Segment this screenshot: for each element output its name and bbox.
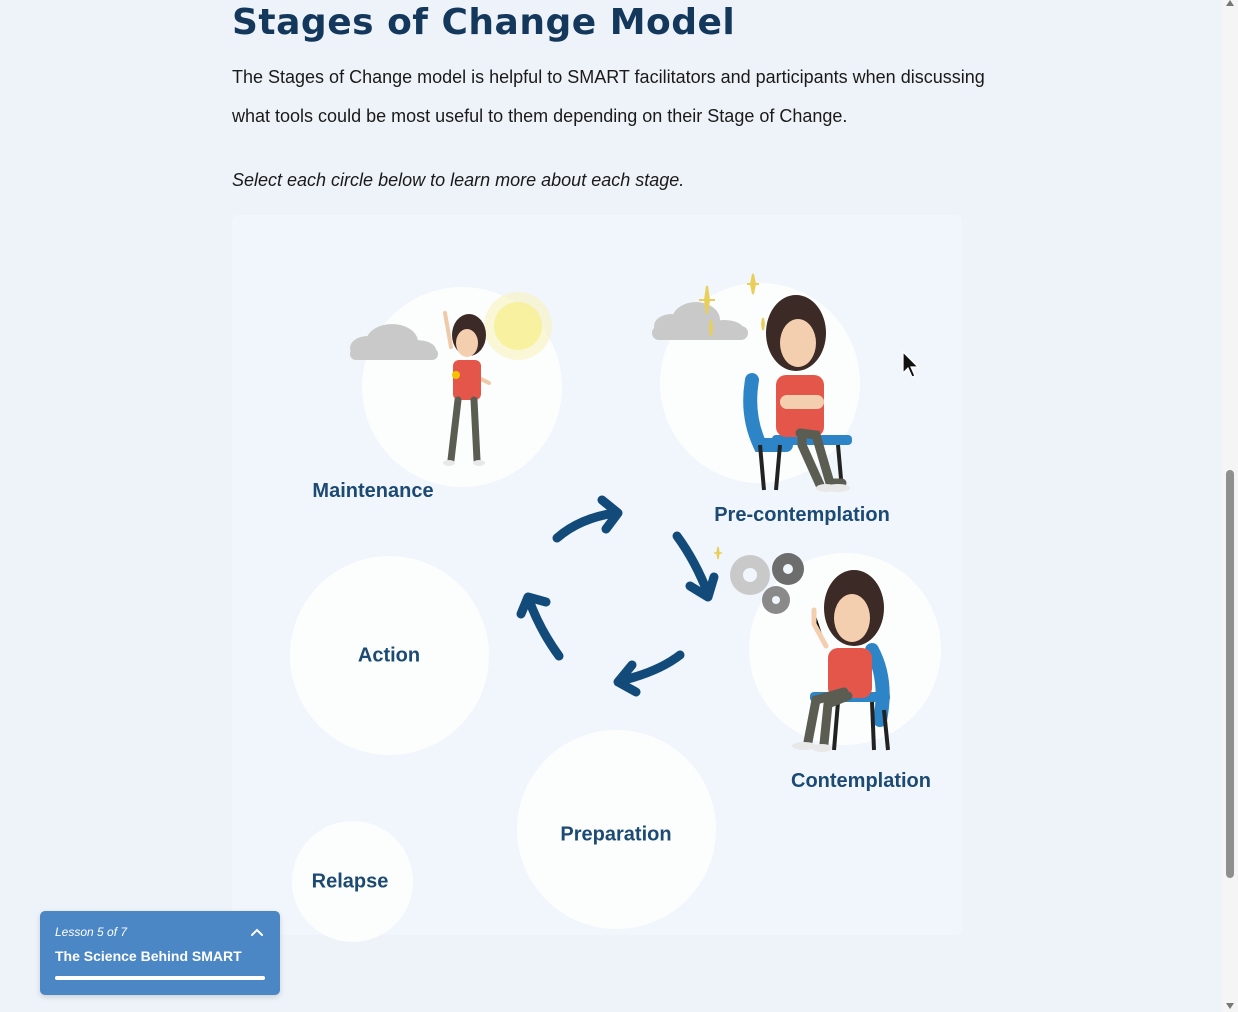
lesson-title: The Science Behind SMART [55, 948, 242, 964]
action-label[interactable]: Action [357, 644, 421, 667]
sun-icon [484, 292, 552, 360]
page-title: Stages of Change Model [232, 2, 736, 43]
maintenance-woman-illustration [443, 311, 491, 466]
precontemplation-woman-illustration [743, 295, 852, 492]
lesson-progress-fill [55, 976, 265, 980]
maintenance-label[interactable]: Maintenance [312, 480, 434, 502]
lesson-progress-widget[interactable]: Lesson 5 of 7 The Science Behind SMART [40, 911, 280, 995]
chevron-up-icon[interactable] [250, 927, 264, 937]
lesson-progress-bar [55, 976, 265, 980]
scrollbar[interactable] [1222, 0, 1238, 1012]
relapse-circle[interactable] [292, 821, 413, 942]
relapse-label[interactable]: Relapse [311, 870, 389, 893]
precontemplation-label[interactable]: Pre-contemplation [714, 504, 890, 526]
instruction-text: Select each circle below to learn more a… [232, 170, 685, 190]
scroll-down-arrow-icon[interactable] [1226, 1003, 1234, 1009]
gears-icon [714, 546, 804, 614]
contemplation-label[interactable]: Contemplation [791, 770, 931, 792]
scroll-up-arrow-icon[interactable] [1226, 0, 1234, 6]
scrollbar-thumb[interactable] [1226, 470, 1234, 878]
preparation-label[interactable]: Preparation [560, 823, 672, 846]
cycle-arrows [516, 495, 719, 697]
sparkle-icon [699, 273, 766, 337]
mouse-cursor-icon [902, 350, 920, 378]
lesson-count: Lesson 5 of 7 [55, 925, 128, 939]
action-circle[interactable] [290, 556, 489, 755]
intro-paragraph: The Stages of Change model is helpful to… [232, 67, 985, 126]
preparation-circle[interactable] [517, 730, 716, 929]
cloud-icon [350, 324, 438, 360]
contemplation-woman-illustration [792, 570, 890, 752]
